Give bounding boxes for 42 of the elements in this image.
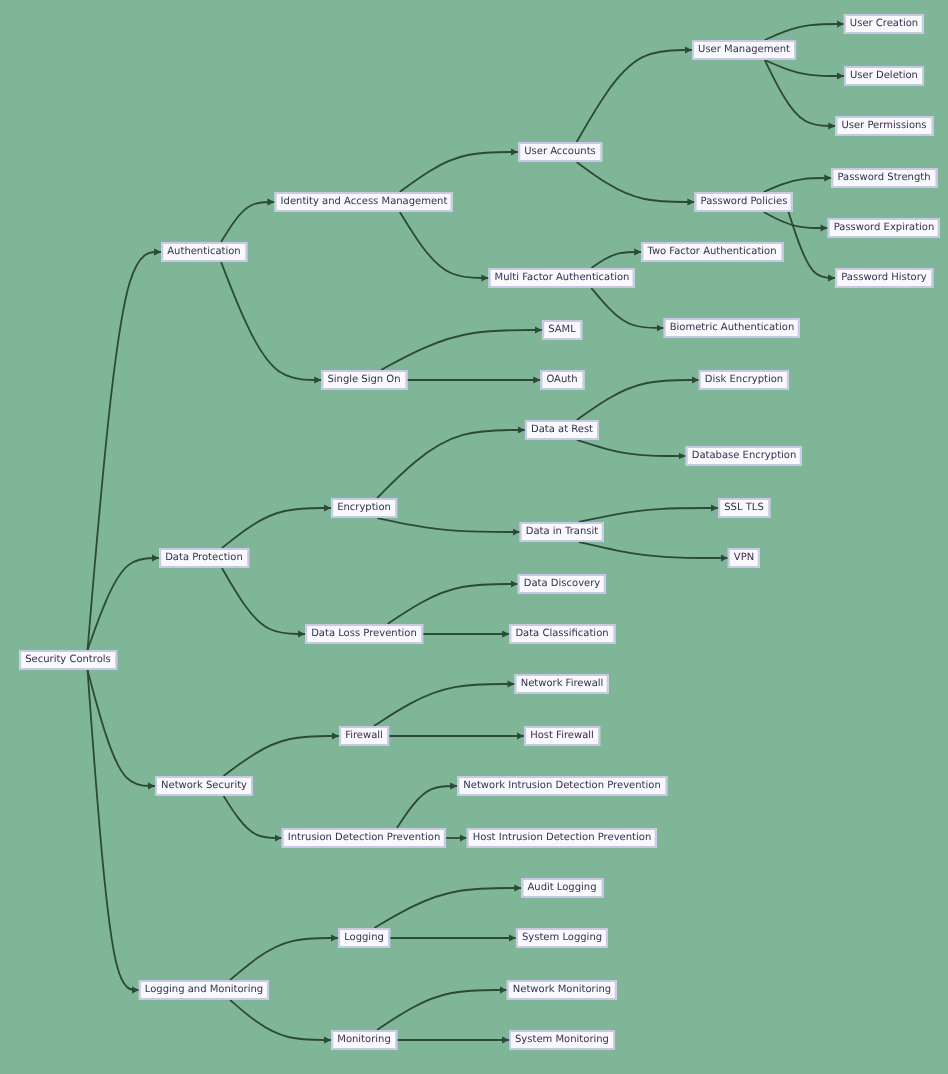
connector-arrow (575, 439, 687, 460)
connector-arrow (220, 198, 276, 243)
connector-arrow (395, 1036, 510, 1044)
connector-arrow (386, 580, 519, 625)
connector-arrow (221, 567, 307, 638)
connector-arrow (86, 669, 156, 790)
connector-arrow (445, 834, 468, 842)
connector-arrow (762, 174, 833, 193)
connector-arrow (222, 795, 283, 842)
connector-arrow (86, 669, 140, 994)
connector-arrow (380, 326, 544, 371)
connector-arrow (787, 211, 837, 282)
connector-arrow (229, 999, 333, 1044)
connector-arrow (575, 46, 693, 143)
connector-arrow (86, 248, 163, 651)
connector-arrow (763, 20, 845, 41)
connector-arrow (590, 248, 643, 269)
connector-arrow (220, 261, 323, 384)
connector-arrow (578, 504, 720, 523)
connector-arrow (387, 732, 526, 740)
connector-arrow (376, 426, 526, 499)
connector-arrow (578, 541, 729, 562)
connector-arrow (222, 732, 341, 777)
connector-arrow (376, 986, 508, 1031)
connector-arrow (229, 934, 340, 981)
connector-arrow (373, 680, 516, 727)
connector-arrow (421, 630, 511, 638)
connector-arrow (763, 59, 845, 80)
connector-arrow (86, 554, 161, 651)
connector-arrow (575, 376, 700, 421)
connector-arrow (398, 148, 520, 193)
connector-arrow (763, 59, 837, 130)
connector-arrow (396, 782, 459, 829)
connector-arrow (376, 517, 521, 536)
connector-arrow (388, 934, 517, 942)
connector-arrow (762, 211, 829, 232)
connector-arrow (221, 504, 333, 549)
connector-arrow (590, 287, 665, 332)
connector-arrow (398, 211, 490, 282)
connector-arrow (575, 161, 696, 206)
connector-arrow (373, 884, 523, 929)
connector-arrow (405, 376, 542, 384)
